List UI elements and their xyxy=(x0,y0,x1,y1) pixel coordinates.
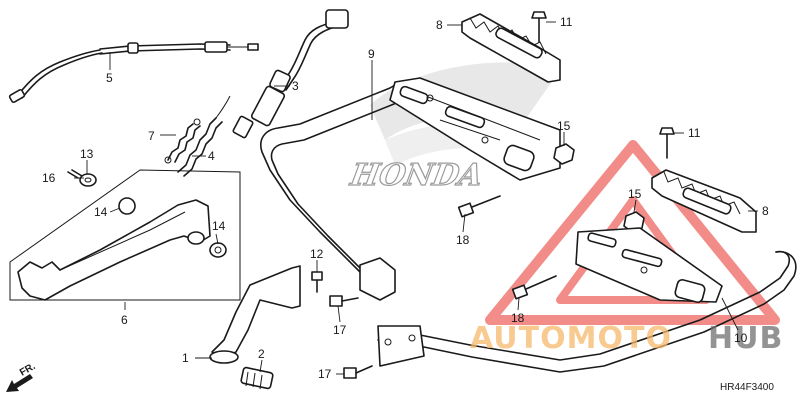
callout-15-right: 15 xyxy=(628,187,642,201)
callout-11-upper: 11 xyxy=(560,15,573,29)
callout-6: 6 xyxy=(121,313,128,327)
part-4-spring xyxy=(177,95,231,177)
part-12-bolt xyxy=(311,271,323,293)
callout-2: 2 xyxy=(258,347,265,361)
callout-numbers: 5 3 7 4 13 16 14 14 6 1 2 12 17 17 9 8 1… xyxy=(42,15,769,381)
callout-11-lower: 11 xyxy=(688,126,701,140)
callout-14-right: 14 xyxy=(212,219,226,233)
diagram-code: HR44F3400 xyxy=(720,382,774,393)
callout-17-lower: 17 xyxy=(318,367,332,381)
callout-16: 16 xyxy=(42,171,56,185)
part-10-step-bar-right xyxy=(377,227,797,373)
part-3-brake-switch xyxy=(232,9,349,139)
part-6-brake-pedal-box xyxy=(9,169,241,301)
callout-18-right: 18 xyxy=(511,311,525,325)
part-7-spring xyxy=(164,118,201,164)
callout-9: 9 xyxy=(368,47,375,61)
callout-17-upper: 17 xyxy=(333,323,347,337)
callout-8-lower: 8 xyxy=(762,204,769,218)
part-5-brake-cable xyxy=(8,41,259,104)
leader-lines xyxy=(74,21,758,375)
part-15-nut-left xyxy=(553,143,575,165)
part-17-bolt-upper xyxy=(329,295,359,307)
fr-label: FR. xyxy=(18,361,38,379)
watermark-text: AUTOMOTO HUB xyxy=(470,321,783,356)
part-1-shift-lever xyxy=(209,265,301,364)
callout-10: 10 xyxy=(734,331,748,345)
callout-1: 1 xyxy=(182,351,189,365)
callout-15-left: 15 xyxy=(557,119,571,133)
part-15-nut-right xyxy=(623,211,645,233)
part-6-brake-pedal xyxy=(17,197,227,301)
part-16-cotter-pin xyxy=(67,169,83,179)
part-17-bolt-lower xyxy=(343,365,373,379)
callout-5: 5 xyxy=(106,71,113,85)
callout-3: 3 xyxy=(292,79,299,93)
front-direction-arrow: FR. xyxy=(6,361,38,392)
callout-4: 4 xyxy=(208,149,215,163)
callout-14-left: 14 xyxy=(94,205,108,219)
watermark-text-hub: HUB xyxy=(708,321,783,356)
part-11-bolt-upper xyxy=(531,11,547,43)
callout-7: 7 xyxy=(148,129,155,143)
part-8-footpeg-upper xyxy=(461,13,561,83)
part-18-bolt-left xyxy=(457,195,501,218)
part-2-pedal-rubber xyxy=(240,366,274,390)
part-8-footpeg-lower xyxy=(651,169,757,233)
callout-12: 12 xyxy=(310,247,324,261)
fr-arrow-icon xyxy=(6,374,33,392)
honda-wordmark: HONDA xyxy=(347,158,485,193)
watermark-text-automoto: AUTOMOTO xyxy=(470,321,672,356)
part-18-bolt-right xyxy=(511,275,557,300)
part-11-bolt-lower xyxy=(659,127,675,159)
part-9-step-bar-left xyxy=(260,77,561,301)
callout-18-left: 18 xyxy=(456,233,470,247)
callout-8-upper: 8 xyxy=(436,18,443,32)
part-13-washer xyxy=(79,173,97,187)
callout-13: 13 xyxy=(80,147,94,161)
